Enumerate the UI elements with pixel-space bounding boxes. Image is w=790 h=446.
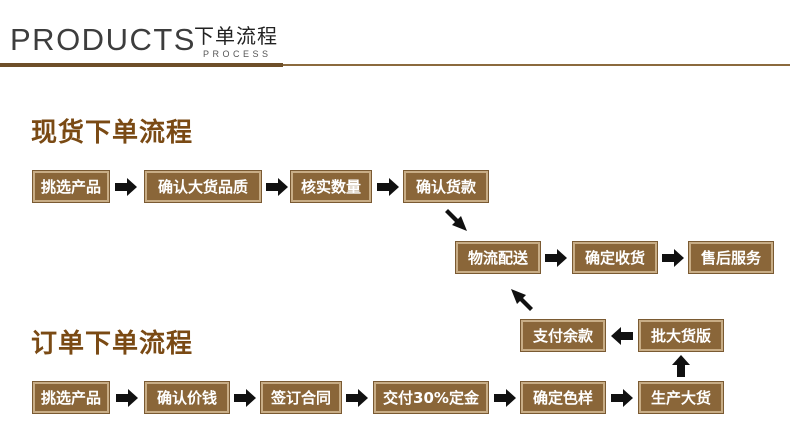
arrow-up-icon [672, 355, 690, 377]
arrow-right-icon [545, 249, 567, 267]
order-step-approve-sample: 批大货版 [639, 320, 723, 351]
header-divider [0, 64, 790, 66]
spot-step-select-product: 挑选产品 [33, 171, 109, 202]
header-subtitle: PROCESS [203, 49, 272, 59]
header-title-cn: 下单流程 [194, 24, 278, 48]
order-step-select-product: 挑选产品 [33, 382, 109, 413]
spot-step-after-sales: 售后服务 [689, 242, 773, 273]
order-step-pay-balance: 支付余款 [521, 320, 605, 351]
header-title-en: PRODUCTS [10, 22, 196, 57]
arrow-up-left-icon [511, 289, 533, 311]
spot-step-confirm-receipt: 确定收货 [573, 242, 657, 273]
spot-step-confirm-payment: 确认货款 [404, 171, 488, 202]
order-step-mass-production: 生产大货 [639, 382, 723, 413]
arrow-right-icon [377, 178, 399, 196]
arrow-right-icon [346, 389, 368, 407]
spot-step-logistics: 物流配送 [456, 242, 540, 273]
order-step-confirm-color: 确定色样 [521, 382, 605, 413]
order-process-title: 订单下单流程 [31, 329, 194, 359]
arrow-right-icon [662, 249, 684, 267]
arrow-right-icon [234, 389, 256, 407]
arrow-right-icon [116, 389, 138, 407]
arrow-right-icon [611, 389, 633, 407]
arrow-right-icon [115, 178, 137, 196]
arrow-left-icon [611, 327, 633, 345]
spot-step-confirm-quality: 确认大货品质 [145, 171, 261, 202]
order-step-confirm-price: 确认价钱 [145, 382, 229, 413]
arrow-down-right-icon [445, 209, 467, 231]
header-divider-accent [0, 63, 283, 67]
order-step-pay-deposit: 交付30%定金 [374, 382, 488, 413]
spot-step-verify-quantity: 核实数量 [291, 171, 371, 202]
order-step-sign-contract: 签订合同 [261, 382, 341, 413]
arrow-right-icon [266, 178, 288, 196]
arrow-right-icon [494, 389, 516, 407]
spot-process-title: 现货下单流程 [31, 118, 194, 148]
